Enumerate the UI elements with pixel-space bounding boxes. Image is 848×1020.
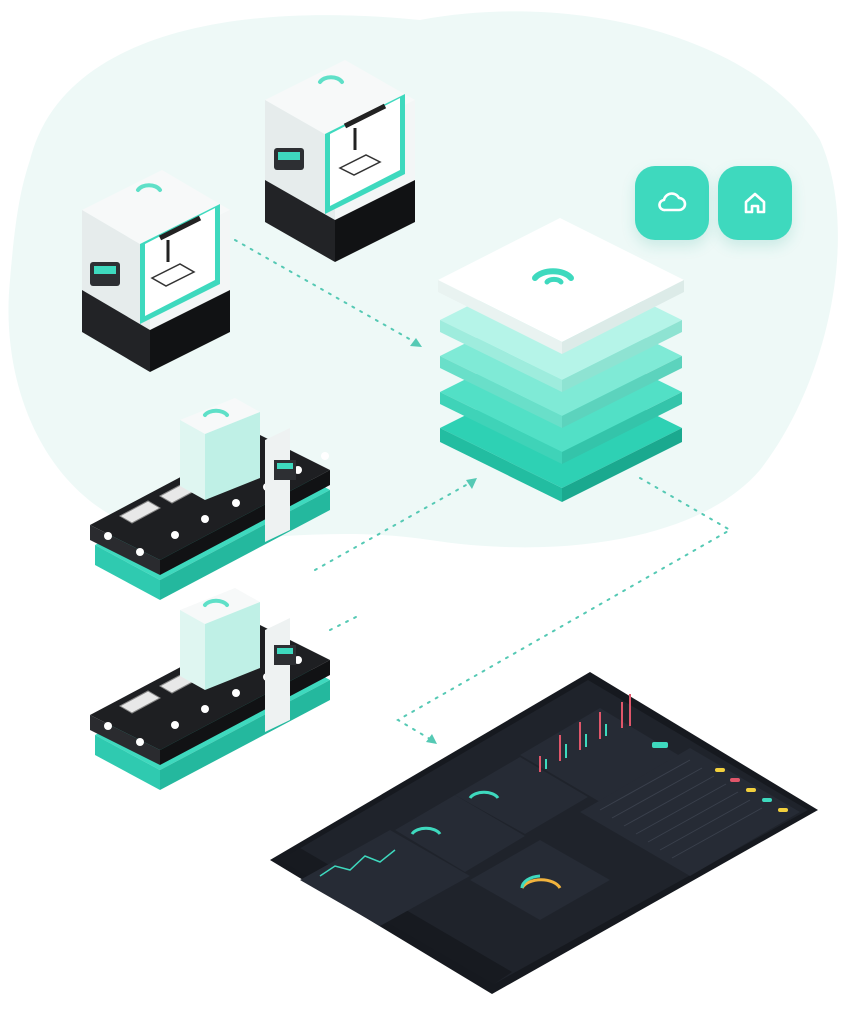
brand-logo-icon bbox=[532, 268, 574, 281]
status-pills bbox=[715, 768, 788, 812]
printer-machine-front bbox=[82, 170, 230, 372]
connector-conveyor2-to-cloud bbox=[329, 614, 361, 631]
arrow-head-3 bbox=[426, 734, 437, 744]
cloud-button[interactable] bbox=[635, 166, 709, 240]
connectors bbox=[234, 239, 733, 743]
connector-conveyor-to-cloud bbox=[314, 479, 476, 571]
panel-gauge-2 bbox=[455, 757, 588, 834]
table-rows bbox=[599, 759, 763, 859]
panel-gauge-1 bbox=[395, 795, 525, 872]
home-button[interactable] bbox=[718, 166, 792, 240]
cloud-layer-stack bbox=[438, 218, 684, 502]
cloud-icon bbox=[658, 192, 687, 212]
connector-printer-to-cloud bbox=[234, 239, 421, 346]
gauge-2-arc bbox=[468, 790, 500, 799]
gauge-1-arc bbox=[410, 826, 442, 835]
panel-line-chart bbox=[300, 830, 470, 926]
dashboard-accent-button bbox=[652, 742, 668, 748]
panel-table bbox=[580, 748, 800, 876]
printer-machine-back bbox=[265, 60, 415, 262]
arrow-head-2 bbox=[466, 478, 477, 489]
conveyor-machine-bottom bbox=[90, 588, 330, 790]
home-icon bbox=[744, 192, 766, 214]
bar-chart-bars bbox=[539, 694, 631, 772]
arrow-head-1 bbox=[410, 338, 422, 347]
line-chart-series bbox=[319, 849, 396, 877]
dashboard-screen bbox=[270, 672, 818, 994]
gauge-3-arc bbox=[520, 878, 562, 889]
conveyor-machine-top bbox=[90, 398, 330, 600]
